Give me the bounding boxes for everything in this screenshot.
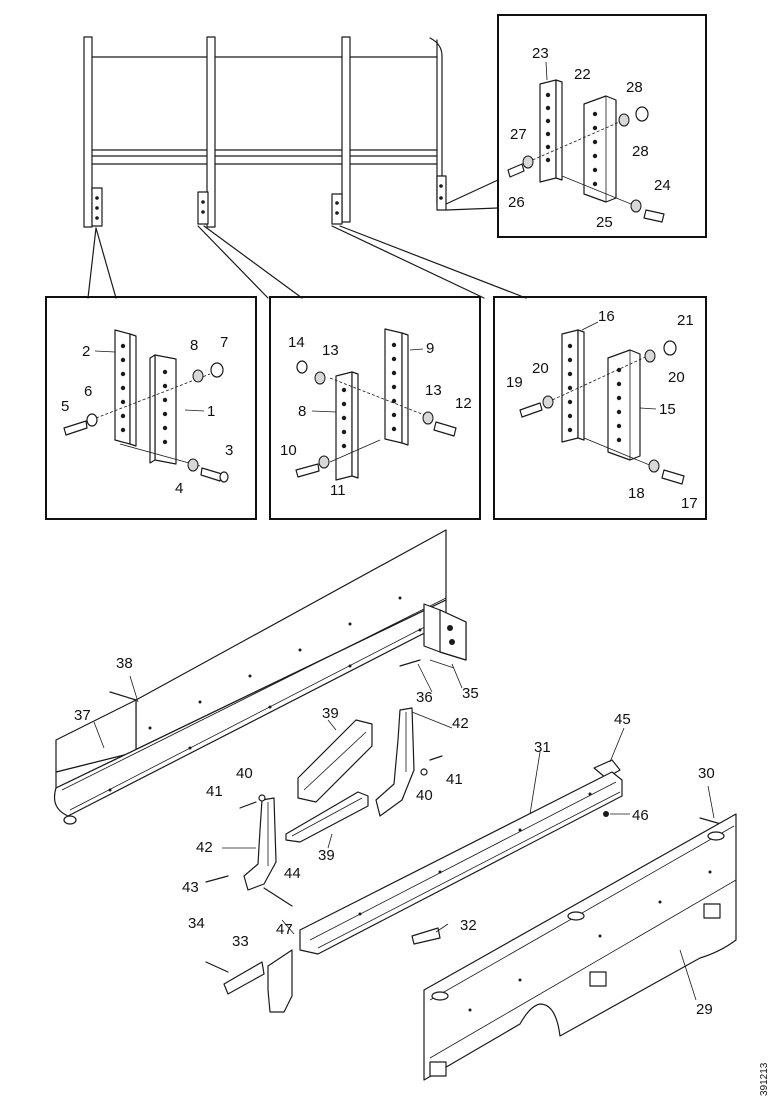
callout-38: 38 xyxy=(116,655,133,672)
callout-19: 19 xyxy=(506,374,523,391)
part-39-lower-channel xyxy=(285,791,369,843)
callout-18: 18 xyxy=(628,485,645,502)
fasteners xyxy=(205,755,729,973)
detail-box-c xyxy=(493,296,707,520)
callout-15: 15 xyxy=(659,401,676,418)
callout-44: 44 xyxy=(284,865,301,882)
callout-43: 43 xyxy=(182,879,199,896)
callout-28b: 28 xyxy=(632,143,649,160)
callouts-c: 15 16 17 18 19 20 20 21 xyxy=(506,308,698,512)
callout-16: 16 xyxy=(598,308,615,325)
callout-20b: 20 xyxy=(668,369,685,386)
part-36-screw xyxy=(399,659,421,667)
callout-5: 5 xyxy=(61,398,69,415)
lower-leaders xyxy=(93,663,715,1001)
callout-41a: 41 xyxy=(206,783,223,800)
callout-39a: 39 xyxy=(322,705,339,722)
callout-1: 1 xyxy=(207,403,215,420)
detail-leaders xyxy=(87,179,527,299)
callout-8: 8 xyxy=(190,337,198,354)
callout-29: 29 xyxy=(696,1001,713,1018)
callout-40a: 40 xyxy=(236,765,253,782)
callout-23: 23 xyxy=(532,45,549,62)
callout-37: 37 xyxy=(74,707,91,724)
callouts-b: 8 9 10 11 12 13 13 14 xyxy=(280,334,472,499)
callouts-d: 22 23 24 25 26 27 28 28 xyxy=(508,45,671,231)
callout-31: 31 xyxy=(534,739,551,756)
callout-46: 46 xyxy=(632,807,649,824)
part-32-plate xyxy=(411,927,441,945)
frame-overview xyxy=(83,36,447,228)
bracket-assembly-b xyxy=(295,328,457,481)
callout-24: 24 xyxy=(654,177,671,194)
callout-13a: 13 xyxy=(322,342,339,359)
callout-12: 12 xyxy=(455,395,472,412)
part-35-bracket xyxy=(423,603,467,669)
detail-box-d xyxy=(497,14,707,238)
callout-20a: 20 xyxy=(532,360,549,377)
part-33-strip xyxy=(223,961,265,995)
bracket-assembly-a xyxy=(63,329,229,483)
callout-41b: 41 xyxy=(446,771,463,788)
part-47-post xyxy=(267,949,293,1013)
part-31-channel xyxy=(299,771,623,955)
callout-8b: 8 xyxy=(298,403,306,420)
callouts-a: 1 2 3 4 5 6 7 8 xyxy=(61,334,233,497)
callout-17: 17 xyxy=(681,495,698,512)
callout-22: 22 xyxy=(574,66,591,83)
callout-47: 47 xyxy=(276,921,293,938)
callout-26: 26 xyxy=(508,194,525,211)
callouts-lower: 29 30 31 32 33 34 35 36 37 38 39 39 40 4… xyxy=(74,655,715,1018)
part-37-rail xyxy=(53,529,447,825)
callout-21: 21 xyxy=(677,312,694,329)
callout-11: 11 xyxy=(330,482,346,499)
figure-reference-code: 391213 xyxy=(759,1062,770,1096)
callout-28a: 28 xyxy=(626,79,643,96)
callout-4: 4 xyxy=(175,480,183,497)
bracket-assembly-d xyxy=(507,79,665,223)
callout-34: 34 xyxy=(188,915,205,932)
callout-36: 36 xyxy=(416,689,433,706)
callout-7: 7 xyxy=(220,334,228,351)
part-42-upright-left xyxy=(243,797,277,891)
callout-27: 27 xyxy=(510,126,527,143)
bracket-assembly-c xyxy=(519,329,685,485)
callout-33: 33 xyxy=(232,933,249,950)
callout-39b: 39 xyxy=(318,847,335,864)
callout-42b: 42 xyxy=(196,839,213,856)
callout-2: 2 xyxy=(82,343,90,360)
part-29-side-panel xyxy=(423,813,737,1081)
callout-40b: 40 xyxy=(416,787,433,804)
callout-10: 10 xyxy=(280,442,297,459)
part-39-upper-channel xyxy=(297,719,373,803)
detail-box-b xyxy=(269,296,481,520)
callout-13b: 13 xyxy=(425,382,442,399)
callout-9: 9 xyxy=(426,340,434,357)
callout-42a: 42 xyxy=(452,715,469,732)
callout-3: 3 xyxy=(225,442,233,459)
detail-box-a xyxy=(45,296,257,520)
callout-45: 45 xyxy=(614,711,631,728)
part-38-screw xyxy=(109,691,137,701)
callout-25: 25 xyxy=(596,214,613,231)
callout-32: 32 xyxy=(460,917,477,934)
callout-14: 14 xyxy=(288,334,305,351)
part-42-upright-right xyxy=(375,707,415,817)
callout-6: 6 xyxy=(84,383,92,400)
callout-30: 30 xyxy=(698,765,715,782)
callout-35: 35 xyxy=(462,685,479,702)
